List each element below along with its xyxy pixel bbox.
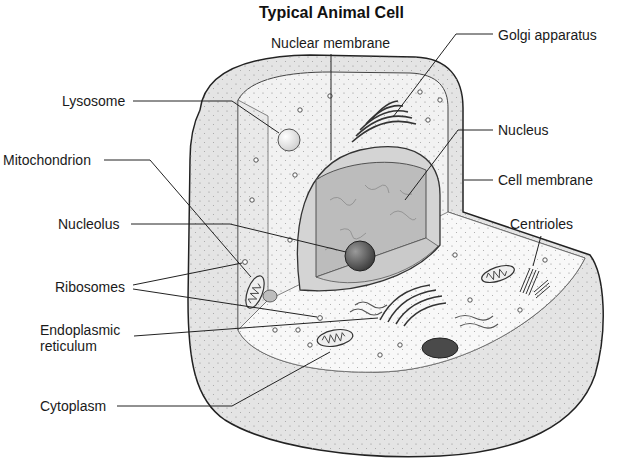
leader-line	[133, 289, 317, 317]
mitochondrion	[480, 262, 517, 286]
part-label: Nuclear membrane	[271, 35, 390, 51]
floor-golgi	[380, 285, 446, 326]
part-label: Cytoplasm	[40, 398, 106, 414]
part-label: Nucleus	[498, 122, 549, 138]
leader-line	[405, 130, 493, 200]
part-label: Lysosome	[62, 93, 125, 109]
leader-line	[117, 352, 330, 406]
part-label: Centrioles	[510, 216, 573, 232]
part-label: Ribosomes	[55, 279, 125, 295]
part-label: Mitochondrion	[3, 152, 91, 168]
leader-line	[104, 160, 251, 277]
leader-lines	[104, 34, 541, 406]
leader-line	[131, 224, 346, 252]
part-label: Cell membrane	[498, 172, 593, 188]
leader-line	[133, 263, 242, 285]
vacuole	[422, 338, 458, 358]
centrioles	[520, 268, 550, 298]
nucleus	[297, 147, 440, 291]
mitochondrion	[242, 273, 268, 310]
nucleolus	[345, 241, 375, 271]
nucleus-floor	[316, 238, 438, 283]
diagram-title: Typical Animal Cell	[259, 3, 404, 22]
leader-line	[134, 318, 378, 336]
endoplasmic-reticulum	[350, 302, 498, 328]
leader-line	[393, 34, 493, 117]
part-label: Nucleolus	[58, 216, 119, 232]
lysosome	[278, 129, 300, 151]
leader-line	[533, 236, 541, 266]
golgi-apparatus	[352, 101, 416, 142]
leader-line	[331, 54, 332, 160]
chromatin	[325, 185, 416, 251]
vesicle	[263, 290, 277, 302]
part-label: Endoplasmic reticulum	[40, 322, 132, 354]
mitochondrion	[316, 327, 354, 349]
leader-line	[464, 180, 493, 181]
nuclear-envelope	[297, 147, 440, 291]
part-label: Golgi apparatus	[498, 27, 597, 43]
leader-line	[133, 101, 279, 133]
